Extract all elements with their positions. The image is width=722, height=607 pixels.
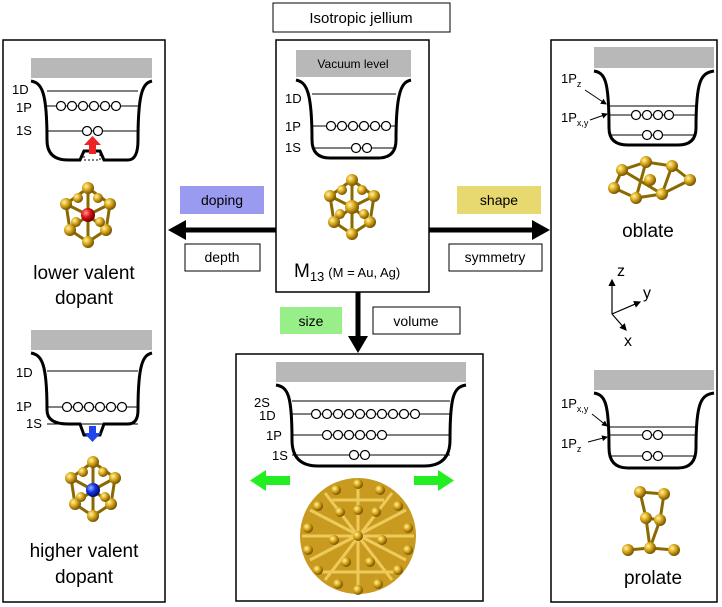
electron xyxy=(358,120,370,132)
lower-valent-cluster-image xyxy=(60,182,116,248)
title: Isotropic jellium xyxy=(309,10,412,27)
axis-z-label: z xyxy=(617,263,625,280)
volume-label-box: volume xyxy=(372,306,461,335)
vacuum-level-bar xyxy=(296,50,411,77)
potential-well xyxy=(295,78,412,160)
size-arrow xyxy=(348,292,368,353)
electron xyxy=(325,120,337,132)
axis-x-label: x xyxy=(624,333,632,350)
large-cluster-image xyxy=(300,478,416,595)
prolate-label: prolate xyxy=(624,568,682,589)
volume-label: volume xyxy=(393,313,438,329)
level-label: 1S xyxy=(26,416,42,431)
prolate-cluster-image xyxy=(622,486,680,556)
up-arrow-red xyxy=(84,136,101,154)
potential-well xyxy=(275,383,467,468)
vacuum-level-bar xyxy=(594,370,714,390)
left-green-arrow xyxy=(250,470,290,491)
size-label-box: size xyxy=(280,307,342,334)
axis-y-label: y xyxy=(643,285,651,302)
down-arrow-blue xyxy=(84,426,101,442)
level-label: 1P xyxy=(16,100,32,115)
center-panel: Vacuum level 1D 1P 1S xyxy=(275,39,430,293)
left-panel: 1D 1P 1S lower valent do xyxy=(2,39,166,603)
electron xyxy=(369,120,381,132)
vacuum-level-bar xyxy=(594,47,714,68)
doping-arrow xyxy=(168,220,276,240)
higher-valent-label-line1: higher valent xyxy=(30,541,140,562)
shape-label-box: shape xyxy=(457,186,541,214)
electron xyxy=(380,120,392,132)
depth-label: depth xyxy=(204,249,239,265)
doping-label: doping xyxy=(201,192,243,208)
level-label: 1P xyxy=(16,399,32,414)
potential-well xyxy=(593,69,715,147)
electron xyxy=(336,120,348,132)
level-label-pz: 1Pz xyxy=(561,436,582,454)
higher-valent-label-line2: dopant xyxy=(55,567,114,588)
shape-label: shape xyxy=(480,192,518,208)
shape-arrow xyxy=(429,220,550,240)
size-label: size xyxy=(299,313,324,329)
higher-valent-cluster-image xyxy=(65,456,121,522)
level-label-pz: 1Pz xyxy=(561,71,582,89)
symmetry-label: symmetry xyxy=(465,249,526,265)
cluster-formula: M13(M = Au, Ag) xyxy=(294,261,400,284)
doping-label-box: doping xyxy=(180,186,264,214)
vacuum-level-bar xyxy=(276,362,466,382)
level-label: 1S xyxy=(272,448,288,463)
m13-cluster-image xyxy=(324,174,380,240)
level-label: 1S xyxy=(16,123,32,138)
level-label: 1S xyxy=(285,140,301,155)
lower-valent-label-line2: dopant xyxy=(55,288,114,309)
vacuum-level-label: Vacuum level xyxy=(317,57,388,71)
level-label: 1D xyxy=(259,408,276,423)
right-green-arrow xyxy=(414,470,454,491)
title-box: Isotropic jellium xyxy=(272,2,451,33)
level-label: 2S xyxy=(254,395,270,410)
potential-well xyxy=(593,391,715,470)
lower-valent-label-line1: lower valent xyxy=(33,263,135,284)
symmetry-label-box: symmetry xyxy=(448,243,543,272)
level-label: 1D xyxy=(285,91,302,106)
electron xyxy=(347,120,359,132)
vacuum-level-bar xyxy=(31,330,152,350)
electron xyxy=(361,142,373,154)
right-panel: 1Pz 1Px,y oblate z y xyxy=(550,39,718,603)
coordinate-axes: z y x xyxy=(608,263,651,350)
level-label-pxy: 1Px,y xyxy=(561,110,589,128)
depth-label-box: depth xyxy=(184,243,261,272)
level-label: 1D xyxy=(16,365,33,380)
oblate-cluster-image xyxy=(608,156,696,204)
bottom-panel: 2S 1D 1P 1S xyxy=(235,353,484,602)
level-label: 1P xyxy=(266,428,282,443)
vacuum-level-bar xyxy=(31,58,152,78)
level-label: 1P xyxy=(285,119,301,134)
level-label-pxy: 1Px,y xyxy=(561,396,589,414)
oblate-label: oblate xyxy=(622,221,674,242)
electron xyxy=(350,142,362,154)
level-label: 1D xyxy=(12,82,29,97)
